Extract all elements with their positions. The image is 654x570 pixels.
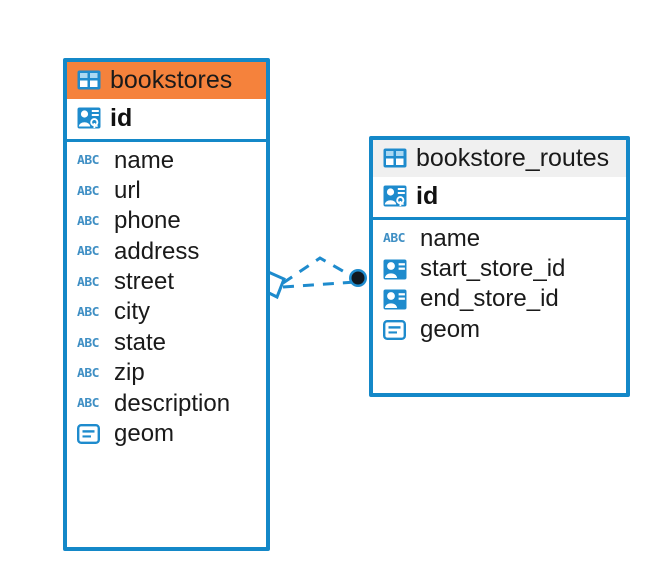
field-row[interactable]: ABC city bbox=[67, 297, 266, 327]
field-row[interactable]: ABC address bbox=[67, 237, 266, 267]
primary-key-icon bbox=[77, 107, 101, 129]
field-label: name bbox=[420, 224, 481, 252]
field-row[interactable]: ABC description bbox=[67, 389, 266, 419]
relationship-line-upper bbox=[282, 256, 356, 285]
abc-text-icon: ABC bbox=[77, 214, 99, 229]
field-row[interactable]: geom bbox=[67, 419, 266, 449]
field-label: url bbox=[114, 176, 141, 204]
abc-text-icon: ABC bbox=[77, 396, 99, 411]
entity-title-bookstores: bookstores bbox=[110, 66, 233, 94]
field-row[interactable]: start_store_id bbox=[373, 254, 626, 284]
field-row[interactable]: ABC zip bbox=[67, 358, 266, 388]
field-label: zip bbox=[114, 359, 145, 387]
abc-text-icon: ABC bbox=[77, 335, 99, 351]
field-label: end_store_id bbox=[420, 285, 559, 313]
entity-bookstore-routes[interactable]: bookstore_routes id ABC name bbox=[369, 136, 630, 397]
abc-text-icon: ABC bbox=[383, 231, 405, 246]
field-label: street bbox=[114, 268, 175, 296]
field-label: city bbox=[114, 298, 150, 326]
abc-text-icon: ABC bbox=[77, 275, 99, 290]
field-row[interactable]: ABC name bbox=[373, 224, 626, 254]
relationship-line-lower bbox=[282, 280, 356, 289]
primary-key-label-bookstores: id bbox=[110, 104, 133, 133]
abc-text-icon: ABC bbox=[77, 244, 99, 259]
field-label: description bbox=[114, 389, 231, 417]
table-icon bbox=[77, 70, 101, 90]
field-label: state bbox=[114, 328, 167, 356]
field-label: geom bbox=[420, 315, 481, 343]
field-row[interactable]: ABC phone bbox=[67, 206, 266, 236]
foreign-key-icon bbox=[383, 289, 411, 310]
entity-header-bookstores[interactable]: bookstores bbox=[67, 62, 266, 100]
field-row[interactable]: ABC state bbox=[67, 328, 266, 358]
field-label: geom bbox=[114, 420, 175, 448]
abc-text-icon: ABC bbox=[77, 183, 99, 199]
field-row[interactable]: geom bbox=[373, 315, 626, 345]
field-label: name bbox=[114, 146, 175, 174]
field-list-bookstore-routes: ABC name start_store_id bbox=[373, 220, 626, 351]
field-label: start_store_id bbox=[420, 254, 566, 282]
primary-key-icon bbox=[383, 185, 407, 207]
field-label: phone bbox=[114, 207, 181, 235]
table-icon bbox=[383, 148, 407, 168]
primary-key-label-bookstore-routes: id bbox=[416, 182, 439, 211]
abc-text-icon: ABC bbox=[77, 153, 99, 168]
geometry-icon bbox=[77, 424, 105, 445]
field-row[interactable]: end_store_id bbox=[373, 284, 626, 314]
entity-bookstores[interactable]: bookstores id ABC name bbox=[63, 58, 270, 551]
field-row[interactable]: ABC name bbox=[67, 146, 266, 176]
field-row[interactable]: ABC url bbox=[67, 176, 266, 206]
primary-key-row-bookstores[interactable]: id bbox=[67, 99, 266, 142]
field-row[interactable]: ABC street bbox=[67, 267, 266, 297]
abc-text-icon: ABC bbox=[77, 366, 99, 381]
entity-title-bookstore-routes: bookstore_routes bbox=[416, 144, 610, 172]
abc-text-icon: ABC bbox=[77, 305, 99, 320]
filled-circle-marker-icon bbox=[349, 269, 367, 287]
field-list-bookstores: ABC name ABC url ABC phone ABC address A… bbox=[67, 142, 266, 455]
geometry-icon bbox=[383, 319, 411, 340]
field-label: address bbox=[114, 237, 200, 265]
foreign-key-icon bbox=[383, 259, 411, 280]
entity-header-bookstore-routes[interactable]: bookstore_routes bbox=[373, 140, 626, 178]
primary-key-row-bookstore-routes[interactable]: id bbox=[373, 177, 626, 220]
